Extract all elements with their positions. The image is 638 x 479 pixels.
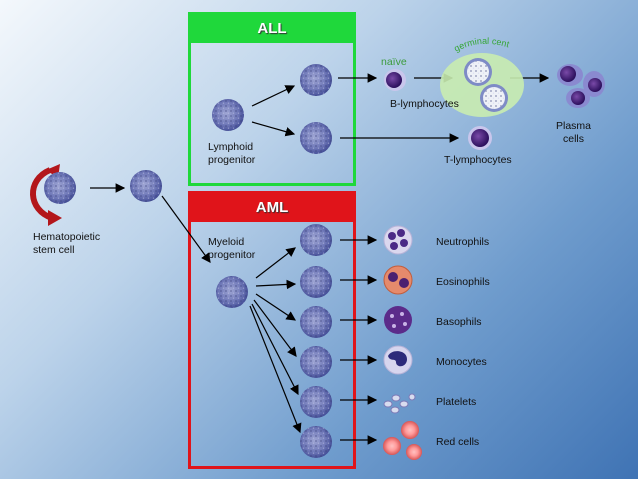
stem-cell (44, 172, 76, 204)
lineage-arrows (90, 73, 550, 445)
myeloid-progenitor-cell (216, 276, 248, 308)
platelets-cluster (383, 393, 416, 414)
eosinophil-cell (383, 265, 413, 295)
lymphoid-cell-lower (300, 122, 332, 154)
red-cells (383, 421, 422, 460)
monocyte-cell (383, 345, 413, 375)
t-cell (468, 126, 492, 150)
t-lymphocytes-label: T-lymphocytes (444, 154, 512, 166)
output-platelets: Platelets (436, 396, 477, 408)
hsc-label-line2: stem cell (33, 244, 75, 256)
output-eosinophils: Eosinophils (436, 276, 490, 288)
progenitor-cell (130, 170, 162, 202)
b-lymphocytes-label: B-lymphocytes (390, 98, 459, 110)
plasma-cells (557, 64, 605, 108)
hsc-label: Hematopoietic stem cell (33, 231, 100, 257)
myeloid-label-line1: Myeloid (208, 236, 245, 248)
all-header: ALL (191, 15, 353, 43)
lymphoid-label-line2: progenitor (208, 154, 256, 166)
plasma-label-line1: Plasma (556, 120, 592, 132)
myeloid-cell-column (300, 224, 332, 458)
lymphoid-label: Lymphoid progenitor (208, 141, 255, 167)
aml-title: AML (255, 199, 289, 216)
lymphoid-label-line1: Lymphoid (208, 141, 254, 153)
basophil-cell (384, 306, 412, 334)
output-red-cells: Red cells (436, 436, 480, 448)
plasma-label: Plasma cells (556, 120, 591, 146)
all-title: ALL (257, 20, 287, 37)
naive-b-cell (384, 69, 406, 91)
germinal-center-label: germinal center (0, 0, 511, 54)
lymphoid-progenitor-cell (212, 99, 244, 131)
neutrophil-cell (383, 225, 413, 255)
myeloid-label-line2: progenitor (208, 249, 256, 261)
myeloid-label: Myeloid progenitor (208, 236, 255, 262)
germinal-center (440, 53, 524, 117)
aml-header: AML (191, 194, 353, 222)
lymphoid-cell-upper (300, 64, 332, 96)
output-monocytes: Monocytes (436, 356, 487, 368)
all-box: ALL (188, 12, 356, 186)
germinal-center-text: germinal center (0, 0, 511, 54)
output-basophils: Basophils (436, 316, 482, 328)
plasma-label-line2: cells (563, 133, 585, 145)
aml-box: AML (188, 191, 356, 469)
naive-label: naïve (381, 56, 407, 68)
output-neutrophils: Neutrophils (436, 236, 490, 248)
hsc-label-line1: Hematopoietic (33, 231, 101, 243)
